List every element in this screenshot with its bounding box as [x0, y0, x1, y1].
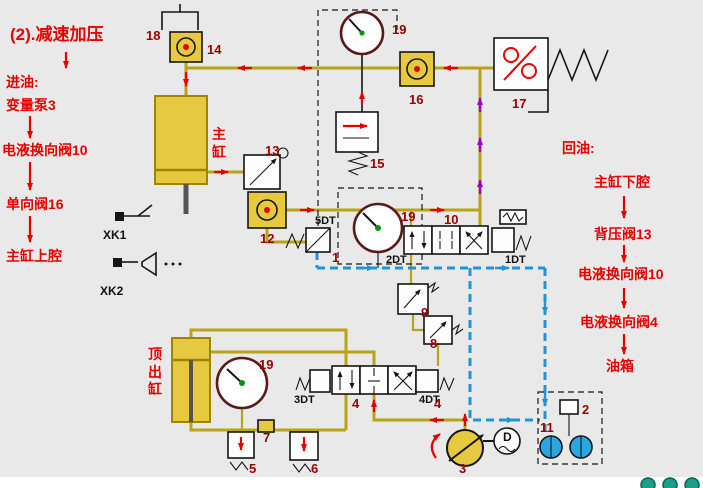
pressure-gauge-19-bottom: [215, 356, 269, 410]
label-arrows: [27, 52, 627, 355]
component-number-19a: 19: [392, 22, 407, 37]
component-number-17: 17: [512, 96, 527, 111]
component-number-19c: 19: [259, 357, 274, 372]
component-number-19b: 19: [401, 209, 416, 224]
check-valve-14: [169, 31, 203, 63]
component-number-3: 3: [459, 461, 467, 476]
label-main-cylinder: 主 缸: [212, 126, 226, 160]
component-number-9: 9: [421, 305, 429, 320]
component-number-14: 14: [207, 42, 222, 57]
label-ejector-cylinder: 顶 出 缸: [148, 346, 162, 397]
component-number-7: 7: [263, 430, 271, 445]
label-motor-d: D: [503, 430, 512, 444]
component-number-12: 12: [260, 231, 275, 246]
back-pressure-valve-13: [243, 147, 289, 190]
label-xk2: XK2: [100, 284, 124, 298]
taskbar-icon-1[interactable]: [640, 477, 656, 488]
component-number-1: 1: [332, 250, 340, 265]
component-number-5: 5: [249, 461, 257, 476]
label-1dt: 1DT: [505, 254, 526, 266]
component-number-8: 8: [430, 336, 438, 351]
pump-3: [430, 429, 484, 467]
component-number-11: 11: [540, 420, 554, 435]
taskbar-icon-3[interactable]: [684, 477, 700, 488]
component-number-4a: 4: [352, 396, 360, 411]
flow-arrows: [183, 65, 548, 426]
label-upper-chamber: 主缸上腔: [6, 248, 62, 264]
limit-switch-xk2: [113, 251, 182, 277]
label-check-16: 单向阀16: [6, 196, 64, 212]
main-cylinder: [154, 95, 208, 214]
check-valve-12: [247, 191, 287, 229]
label-valve-10-left: 电液换向阀10: [2, 142, 88, 158]
limit-switch-xk1: [115, 204, 153, 221]
component-number-4b: 4: [434, 396, 442, 411]
component-number-18: 18: [146, 28, 161, 43]
label-inlet: 进油:: [6, 74, 39, 90]
component-number-2: 2: [582, 402, 590, 417]
directional-valve-10: [403, 209, 532, 255]
valve-2: [559, 399, 579, 436]
motor-D: [483, 427, 521, 455]
check-valve-16: [399, 51, 435, 87]
label-valve-10-right: 电液换向阀10: [578, 266, 664, 282]
label-return: 回油:: [562, 140, 595, 156]
component-number-16: 16: [409, 92, 424, 107]
taskbar-icon-2[interactable]: [662, 477, 678, 488]
relief-valve-17: [493, 37, 609, 113]
label-5dt: 5DT: [315, 215, 336, 227]
component-number-10: 10: [444, 212, 459, 227]
label-lower-chamber: 主缸下腔: [594, 174, 650, 190]
label-xk1: XK1: [103, 228, 127, 242]
ejector-cylinder: [171, 337, 211, 423]
valve-9: [397, 281, 440, 315]
filters-11: [539, 435, 593, 459]
valve-7: [257, 419, 275, 433]
valve-5: [227, 431, 255, 471]
valve-6: [289, 431, 319, 473]
label-backpressure-13: 背压阀13: [594, 226, 652, 242]
label-2dt: 2DT: [386, 254, 407, 266]
taskbar: [0, 477, 703, 488]
pilot-valve-1: [285, 227, 331, 253]
component-18: [161, 4, 199, 30]
label-4dt: 4DT: [419, 394, 440, 406]
component-number-6: 6: [311, 461, 319, 476]
label-valve-4-right: 电液换向阀4: [580, 314, 658, 330]
label-3dt: 3DT: [294, 394, 315, 406]
component-number-15: 15: [370, 156, 385, 171]
pressure-valve-15: [335, 111, 379, 176]
valve-8: [423, 315, 464, 345]
label-pump-3: 变量泵3: [6, 97, 56, 113]
pressure-gauge-19-mid: [352, 202, 404, 268]
page-title: (2).减速加压: [10, 25, 104, 44]
directional-valve-4: [295, 365, 455, 395]
label-oil-tank: 油箱: [606, 358, 634, 374]
component-number-13: 13: [265, 143, 280, 158]
